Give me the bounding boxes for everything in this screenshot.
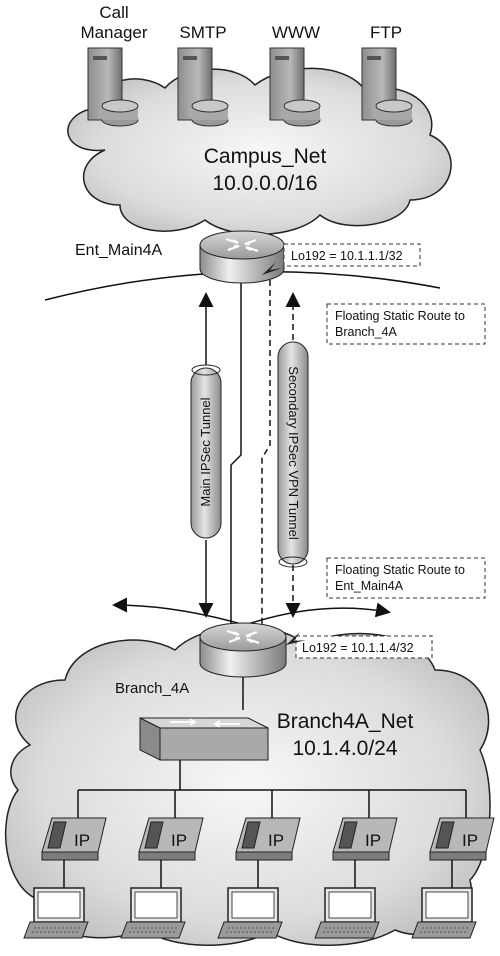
- branch-loopback-box: Lo192 = 10.1.1.4/32: [295, 635, 433, 659]
- serial-link: [230, 280, 242, 625]
- endpoint-1: IP: [23, 790, 107, 939]
- ip-phone-icon: IP: [332, 817, 398, 861]
- main-ipsec-tunnel: [190, 364, 222, 539]
- branch-arc-right: [244, 602, 391, 626]
- server-label-www: WWW: [272, 23, 320, 42]
- branch-router-name: Branch_4A: [115, 680, 189, 697]
- floating-top-line2: Branch_4A: [335, 325, 398, 339]
- ip-phone-label: IP: [74, 831, 90, 850]
- backup-link-dashed: [261, 280, 271, 625]
- ip-phone-label: IP: [268, 831, 284, 850]
- branch-loopback-label: Lo192 = 10.1.1.4/32: [302, 641, 414, 655]
- branch-arc-left: [112, 597, 246, 626]
- server-call-manager: [87, 47, 139, 127]
- laptop-icon: [314, 887, 380, 939]
- laptop-icon: [120, 887, 186, 939]
- endpoint-5: IP: [411, 790, 495, 939]
- server-ftp: [361, 47, 413, 127]
- campus-cloud: [67, 67, 452, 236]
- main-tunnel-label: Main IPSec Tunnel: [198, 397, 213, 506]
- secondary-ipsec-tunnel: [277, 341, 309, 568]
- branch-net-name: Branch4A_Net: [277, 710, 414, 733]
- ip-phone-icon: IP: [138, 817, 204, 861]
- server-label-manager: Manager: [80, 23, 147, 42]
- endpoint-3: IP: [217, 790, 301, 939]
- branch-router: [199, 622, 287, 678]
- server-smtp: [177, 47, 229, 127]
- floating-top-line1: Floating Static Route to: [335, 309, 465, 323]
- endpoint-4: IP: [314, 790, 398, 939]
- ip-phone-label: IP: [462, 831, 478, 850]
- floating-bottom-line1: Floating Static Route to: [335, 563, 465, 577]
- endpoint-group: IP IP IP IP IP: [23, 790, 495, 939]
- server-label-ftp: FTP: [370, 23, 402, 42]
- ent-loopback-box: Lo192 = 10.1.1.1/32: [283, 243, 421, 267]
- laptop-icon: [217, 887, 283, 939]
- ip-phone-label: IP: [365, 831, 381, 850]
- laptop-icon: [411, 887, 477, 939]
- ent-loopback-pointer: [262, 262, 282, 275]
- ent-router-name: Ent_Main4A: [75, 242, 162, 259]
- server-group: [87, 47, 413, 127]
- ip-phone-icon: IP: [429, 817, 495, 861]
- branch-net-subnet: 10.1.4.0/24: [292, 737, 397, 760]
- server-www: [269, 47, 321, 127]
- server-label-smtp: SMTP: [179, 23, 226, 42]
- ent-main-router: [199, 230, 285, 284]
- server-label-call: Call: [99, 3, 128, 22]
- ip-phone-icon: IP: [41, 817, 107, 861]
- laptop-icon: [23, 887, 89, 939]
- floating-route-note-bottom: Floating Static Route to Ent_Main4A: [326, 557, 486, 599]
- floating-bottom-line2: Ent_Main4A: [335, 579, 404, 593]
- campus-net-subnet: 10.0.0.0/16: [212, 172, 317, 195]
- endpoint-2: IP: [120, 790, 204, 939]
- secondary-tunnel-label: Secondary IPSec VPN Tunnel: [286, 366, 301, 540]
- switch: [139, 717, 269, 761]
- branch-loopback-pointer: [286, 632, 306, 645]
- ent-loopback-label: Lo192 = 10.1.1.1/32: [291, 249, 403, 263]
- campus-net-name: Campus_Net: [204, 145, 327, 168]
- floating-route-note-top: Floating Static Route to Branch_4A: [326, 303, 486, 345]
- ip-phone-label: IP: [171, 831, 187, 850]
- ip-phone-icon: IP: [235, 817, 301, 861]
